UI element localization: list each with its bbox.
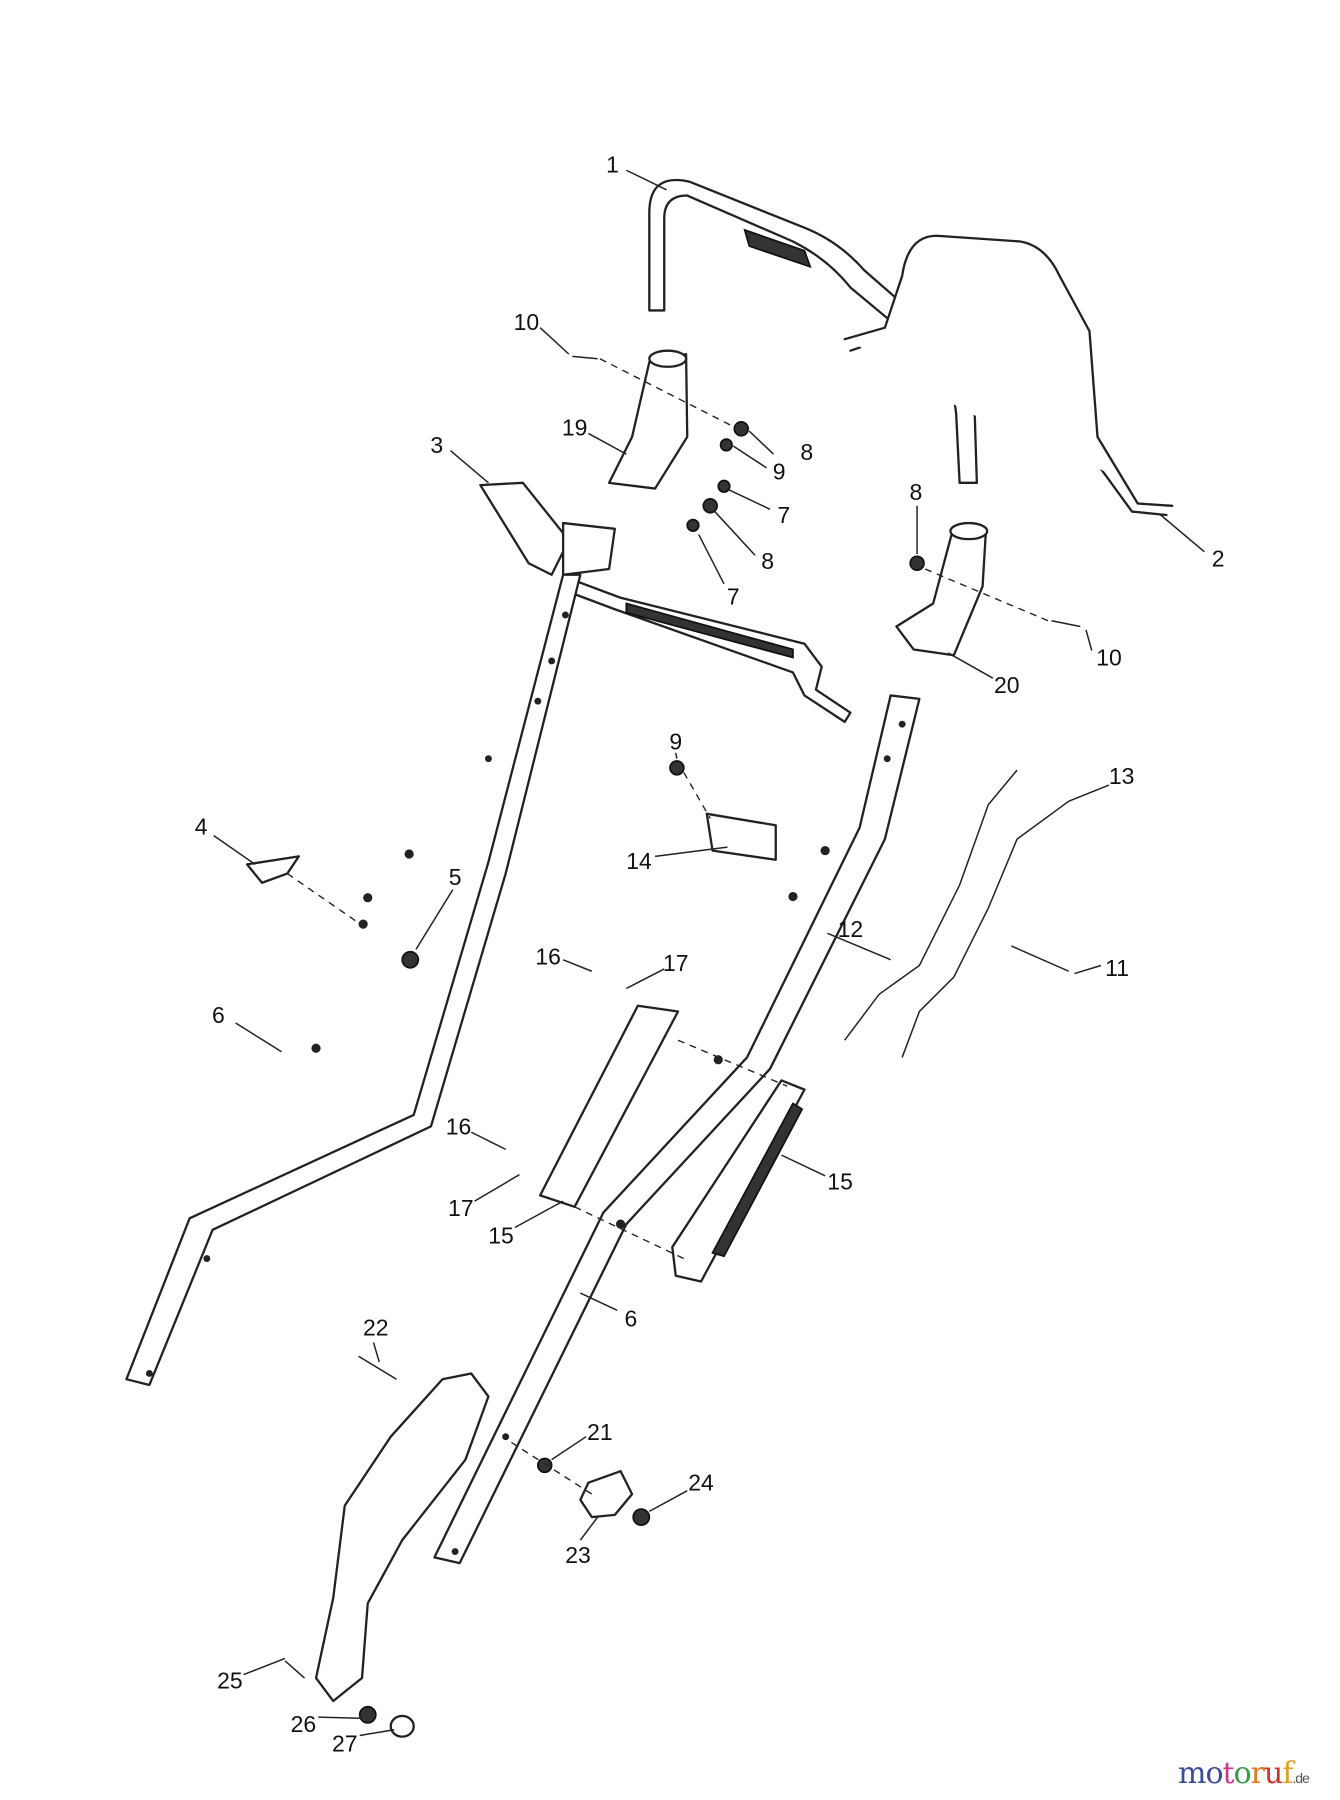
callout-7b: 7	[727, 584, 740, 610]
callout-7a: 7	[777, 502, 790, 528]
callout-26: 26	[291, 1711, 317, 1737]
callout-8c: 8	[910, 479, 923, 505]
cable-guide	[479, 481, 852, 724]
grass-bag-holder-right	[671, 1079, 806, 1283]
handle-bracket-19	[607, 349, 689, 490]
bolt-25	[284, 1660, 306, 1679]
callout-21: 21	[587, 1419, 613, 1445]
lower-handle-tube-left	[125, 573, 582, 1387]
nut-24	[632, 1508, 651, 1527]
watermark-letter: m	[1178, 1756, 1206, 1791]
callout-4: 4	[195, 813, 208, 839]
watermark-letter: f	[1282, 1756, 1293, 1791]
assembly-lines	[286, 358, 1049, 1495]
callout-labels: 1 2 3 4 5 6 6 7 7 8 8 8 9 9 10 10 11 12 …	[195, 152, 1225, 1757]
callout-16a: 16	[535, 943, 561, 969]
callout-1: 1	[606, 152, 619, 178]
watermark-letter: o	[1205, 1756, 1223, 1791]
callout-19: 19	[562, 415, 588, 441]
callout-17b: 17	[448, 1195, 474, 1221]
watermark-suffix: .de	[1292, 1770, 1309, 1786]
callout-23: 23	[565, 1542, 591, 1568]
watermark-text: motoruf	[1178, 1756, 1293, 1791]
callout-22: 22	[363, 1315, 389, 1341]
bolt-22	[358, 1355, 397, 1380]
lower-handle-tube-right	[433, 694, 921, 1565]
cam	[579, 1470, 634, 1519]
hardware	[245, 355, 1081, 972]
callout-27: 27	[332, 1731, 358, 1757]
watermark-letter: t	[1222, 1756, 1235, 1791]
callout-13: 13	[1109, 763, 1135, 789]
watermark-letter: u	[1263, 1756, 1283, 1791]
height-adjust-bracket	[314, 1372, 490, 1703]
callout-20: 20	[994, 672, 1020, 698]
callout-15b: 15	[488, 1223, 514, 1249]
callout-3: 3	[430, 432, 443, 458]
callout-14: 14	[626, 848, 652, 874]
callout-10b: 10	[1096, 645, 1122, 671]
cap-27	[389, 1714, 415, 1738]
callout-15a: 15	[827, 1169, 853, 1195]
callout-9b: 9	[669, 728, 682, 754]
cable-12	[844, 769, 1018, 1041]
leader-lines	[213, 169, 1205, 1737]
clamp	[705, 812, 777, 861]
cable-13	[901, 800, 1070, 1058]
callout-10a: 10	[514, 309, 540, 335]
callout-8b: 8	[761, 548, 774, 574]
callout-16b: 16	[446, 1113, 472, 1139]
callout-8a: 8	[800, 439, 813, 465]
handle-bracket-20	[895, 521, 989, 657]
callout-17a: 17	[663, 950, 689, 976]
callout-6b: 6	[625, 1305, 638, 1331]
callout-12: 12	[838, 916, 864, 942]
callout-11: 11	[1105, 955, 1129, 981]
watermark-letter: o	[1233, 1756, 1252, 1791]
callout-24: 24	[688, 1470, 714, 1496]
washer-21	[536, 1457, 553, 1474]
tube-holes	[145, 611, 906, 1556]
watermark-letter: r	[1250, 1756, 1265, 1791]
watermark-logo: motoruf.de	[1178, 1756, 1310, 1791]
callout-5: 5	[449, 864, 462, 890]
callout-25: 25	[217, 1667, 243, 1693]
nut-26	[358, 1705, 377, 1724]
callout-6a: 6	[212, 1002, 225, 1028]
callout-2: 2	[1212, 546, 1225, 572]
callout-9a: 9	[773, 458, 786, 484]
bail-lever	[843, 234, 1174, 517]
